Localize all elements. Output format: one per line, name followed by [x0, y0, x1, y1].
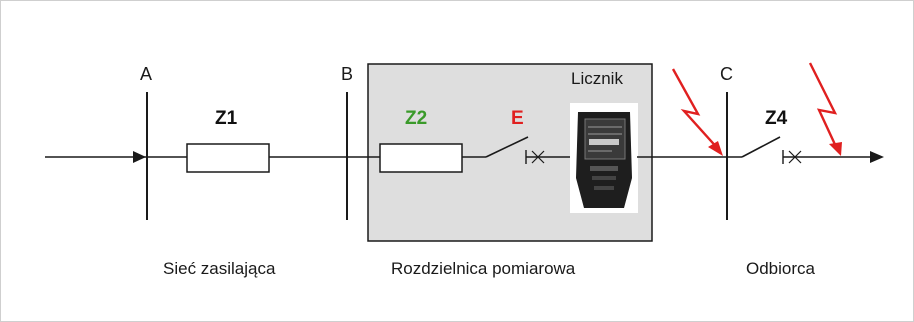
zone-consumer-label: Odbiorca	[746, 259, 815, 278]
point-b-label: B	[341, 64, 354, 84]
zone-metering-switchboard-label: Rozdzielnica pomiarowa	[391, 259, 576, 278]
output-arrow-icon	[870, 151, 884, 163]
fuse-z1-label: Z1	[215, 108, 238, 129]
switch-e-blade	[485, 136, 529, 158]
lightning-bolt-icon	[808, 62, 842, 156]
electricity-meter-icon	[570, 103, 638, 213]
switch-e-label: E	[511, 108, 524, 129]
switch-z4-blade	[741, 136, 781, 158]
zone-supply-network-label: Sieć zasilająca	[163, 259, 276, 278]
fuse-z2	[379, 143, 463, 173]
input-arrow-icon	[133, 151, 146, 163]
point-c-label: C	[720, 64, 733, 84]
fuse-z2-label: Z2	[405, 108, 428, 129]
point-a-label: A	[140, 64, 153, 84]
fuse-z1	[186, 143, 270, 173]
meter-label: Licznik	[571, 69, 623, 88]
switch-z4-label: Z4	[765, 108, 788, 129]
lightning-bolt-icon	[671, 68, 723, 156]
